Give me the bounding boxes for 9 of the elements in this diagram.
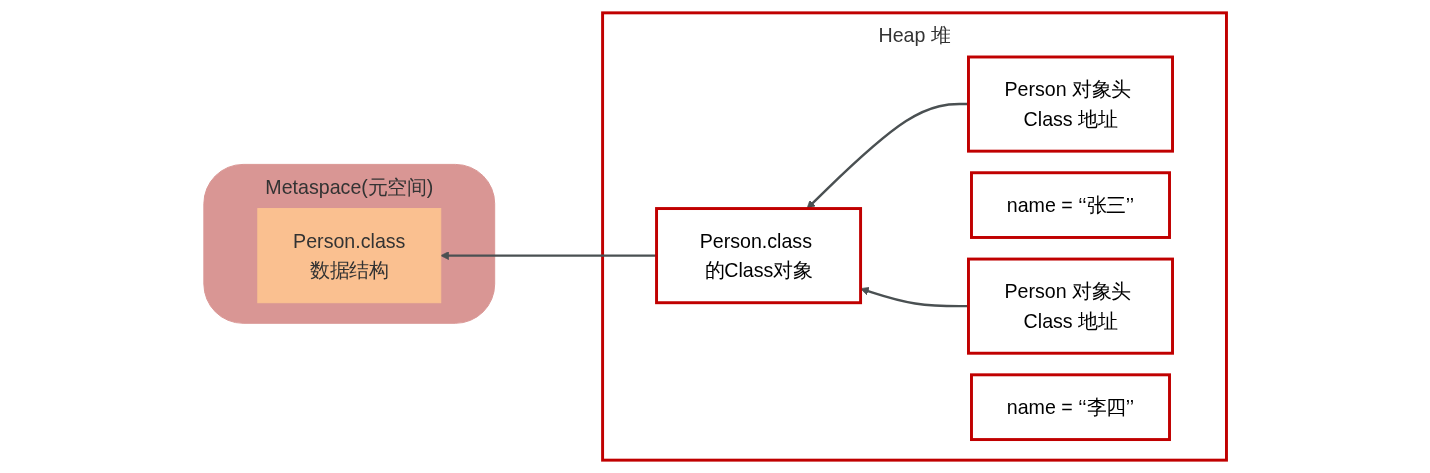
arrow	[440, 251, 657, 260]
node-box: name = ‘‘张三’’	[969, 171, 1171, 239]
arrow	[806, 102, 969, 209]
node-box: Person 对象头 Class 地址	[966, 55, 1174, 153]
node-box: Person.class 的Class对象	[654, 207, 862, 305]
arrow	[860, 286, 969, 308]
node-box: Person 对象头 Class 地址	[966, 257, 1174, 355]
node-box: Person.class 数据结构	[257, 208, 442, 304]
node-box: name = ‘‘李四’’	[969, 373, 1171, 442]
